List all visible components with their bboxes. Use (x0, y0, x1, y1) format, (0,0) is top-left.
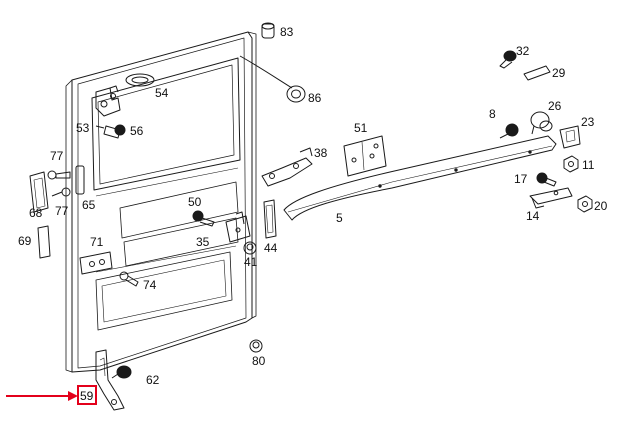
screw-62 (111, 365, 132, 379)
roller-26 (530, 111, 553, 135)
label-53[interactable]: 53 (76, 121, 90, 135)
label-35[interactable]: 35 (196, 235, 210, 249)
label-41[interactable]: 41 (244, 255, 258, 269)
hinge-59 (95, 349, 125, 411)
label-71[interactable]: 71 (90, 235, 104, 249)
guide-rail-5 (283, 135, 557, 221)
cap-80 (249, 339, 263, 353)
label-32[interactable]: 32 (516, 44, 530, 58)
label-62[interactable]: 62 (146, 373, 160, 387)
handle-68 (29, 171, 49, 213)
hinge-35 (225, 211, 251, 243)
lock-mechanism-53 (95, 85, 121, 117)
plate-51 (343, 135, 387, 177)
label-86[interactable]: 86 (308, 91, 322, 105)
screw-17 (536, 172, 557, 187)
label-56[interactable]: 56 (130, 124, 144, 138)
label-69[interactable]: 69 (18, 234, 32, 248)
selection-arrow-icon (68, 391, 78, 401)
label-54[interactable]: 54 (155, 86, 169, 100)
label-74[interactable]: 74 (143, 278, 157, 292)
label-77b[interactable]: 77 (55, 204, 69, 218)
carrier-38 (261, 147, 313, 187)
cable-84 (239, 55, 293, 89)
bracket-23 (559, 125, 581, 149)
striker-14 (529, 187, 573, 209)
screw-77-lower (51, 187, 71, 197)
grommet-86 (286, 85, 306, 103)
screw-77-upper (47, 170, 71, 180)
label-17[interactable]: 17 (514, 172, 528, 186)
screw-56 (95, 124, 126, 139)
door-panel (65, 31, 257, 373)
nut-11 (563, 155, 579, 173)
label-5[interactable]: 5 (336, 211, 343, 225)
label-77a[interactable]: 77 (50, 149, 64, 163)
screw-8 (499, 123, 519, 139)
label-59[interactable]: 59 (80, 389, 94, 403)
label-20[interactable]: 20 (594, 199, 608, 213)
callout-labels: 83 86 54 53 56 77 68 77 65 69 71 74 50 3… (18, 25, 608, 403)
label-80[interactable]: 80 (252, 354, 266, 368)
label-26[interactable]: 26 (548, 99, 562, 113)
label-29[interactable]: 29 (552, 66, 566, 80)
screw-32 (499, 50, 517, 69)
label-38[interactable]: 38 (314, 146, 328, 160)
label-23[interactable]: 23 (581, 115, 595, 129)
label-51[interactable]: 51 (354, 121, 368, 135)
cap-41 (243, 241, 257, 255)
strip-69 (37, 225, 51, 259)
label-83[interactable]: 83 (280, 25, 294, 39)
screw-50 (192, 210, 215, 227)
grommet-54 (125, 73, 155, 87)
screw-74 (119, 271, 139, 287)
label-65[interactable]: 65 (82, 198, 96, 212)
label-11[interactable]: 11 (582, 158, 595, 172)
cover-65 (75, 165, 85, 195)
bracket-71 (79, 251, 113, 275)
label-68[interactable]: 68 (29, 206, 43, 220)
nut-20 (577, 195, 593, 213)
selection-highlight (6, 385, 97, 405)
selected-callout-box[interactable] (77, 385, 97, 405)
roller-44 (263, 199, 277, 239)
label-50[interactable]: 50 (188, 195, 202, 209)
label-8[interactable]: 8 (489, 107, 496, 121)
label-44[interactable]: 44 (264, 241, 278, 255)
clip-83 (261, 22, 275, 39)
label-14[interactable]: 14 (526, 209, 540, 223)
clip-29 (523, 65, 551, 81)
